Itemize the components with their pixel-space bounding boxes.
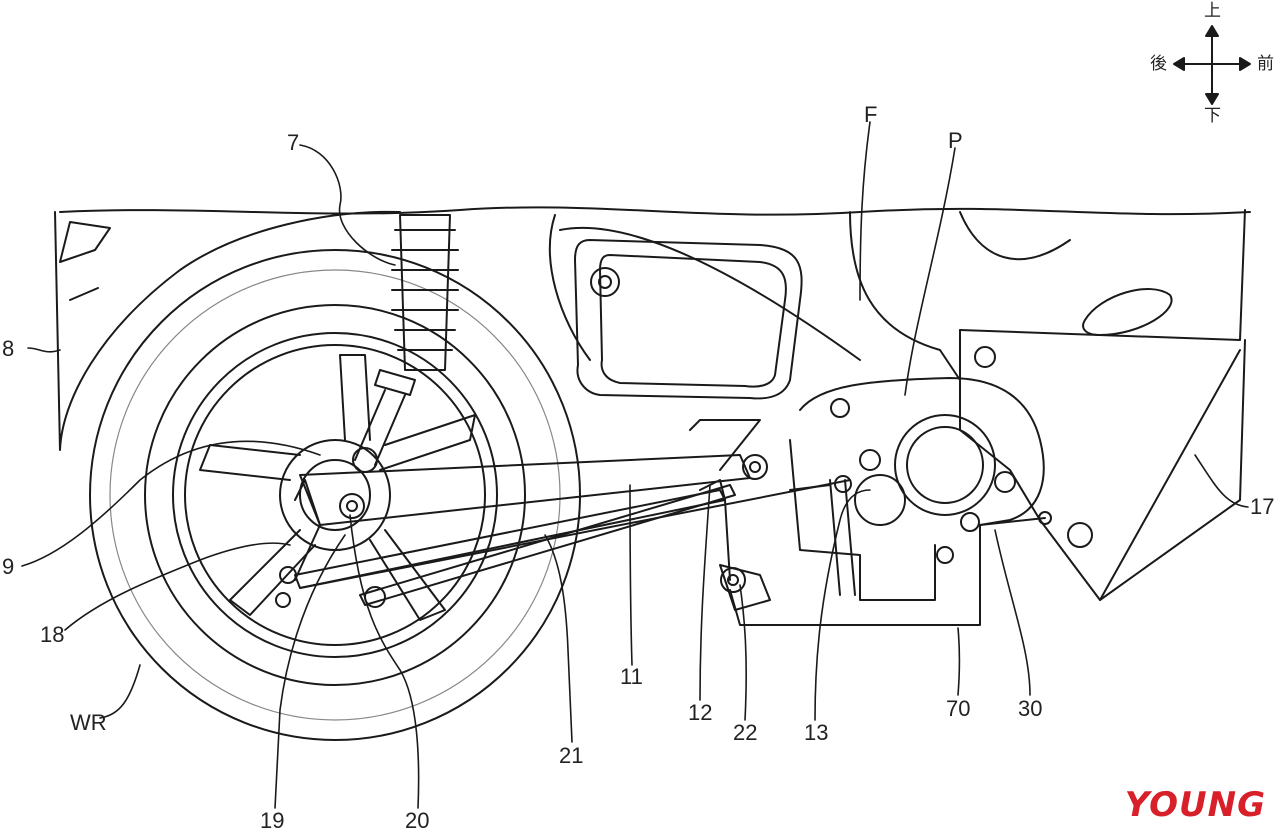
label-20: 20 bbox=[405, 808, 430, 833]
break-line bbox=[59, 206, 1251, 216]
leader-lines bbox=[21, 121, 1249, 809]
swing-arm-11 bbox=[299, 419, 768, 526]
label-7: 7 bbox=[287, 130, 300, 155]
rear-tire-inner bbox=[144, 304, 526, 686]
label-13: 13 bbox=[804, 720, 829, 745]
rear-body-8 bbox=[54, 210, 401, 451]
label-WR: WR bbox=[70, 710, 107, 735]
compass-front: 前 bbox=[1257, 54, 1274, 74]
label-12: 12 bbox=[688, 700, 713, 725]
side-cover bbox=[574, 239, 803, 400]
label-18: 18 bbox=[40, 622, 65, 647]
label-30: 30 bbox=[1018, 696, 1043, 721]
label-11: 11 bbox=[620, 664, 643, 689]
direction-compass bbox=[1173, 25, 1251, 105]
label-F: F bbox=[864, 102, 878, 127]
front-panel-17 bbox=[959, 209, 1246, 601]
label-22: 22 bbox=[733, 720, 758, 745]
frame-F bbox=[548, 211, 1071, 381]
compass-up: 上 bbox=[1204, 1, 1221, 21]
label-8: 8 bbox=[2, 336, 15, 361]
compass-down: 下 bbox=[1204, 106, 1221, 126]
label-P: P bbox=[948, 128, 963, 153]
label-70: 70 bbox=[946, 696, 971, 721]
rear-tire-outer bbox=[89, 249, 581, 741]
label-17: 17 bbox=[1250, 494, 1275, 519]
label-19: 19 bbox=[260, 808, 285, 833]
power-unit-P bbox=[729, 377, 1052, 626]
label-21: 21 bbox=[559, 743, 584, 768]
label-9: 9 bbox=[2, 554, 15, 579]
compass-rear: 後 bbox=[1150, 54, 1167, 74]
watermark-logo: YOUNG bbox=[1124, 785, 1266, 825]
